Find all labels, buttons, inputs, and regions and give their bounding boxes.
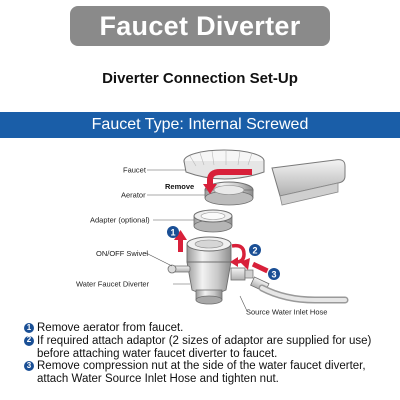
step-2: 2 If required attach adaptor (2 sizes of… [24,335,394,361]
step3-arrow [240,258,269,274]
marker-2: 2 [249,244,261,256]
marker-3: 3 [268,268,280,280]
step-text: Remove aerator from faucet. [37,322,184,334]
label-aerator: Aerator [121,191,146,200]
step-number: 1 [24,323,34,333]
step-number: 3 [24,361,34,372]
faucet-type-label: Faucet Type: Internal Screwed [91,116,309,133]
step-1: 1 Remove aerator from faucet. [24,322,394,335]
label-faucet: Faucet [123,166,147,175]
step-text: Remove compression nut at the side of th… [37,360,366,386]
step1-arrow [174,230,187,252]
step-number: 2 [24,335,34,346]
instruction-list: 1 Remove aerator from faucet. 2 If requi… [24,322,394,386]
step-3: 3 Remove compression nut at the side of … [24,360,394,386]
svg-text:2: 2 [252,245,257,255]
diverter-illustration [167,236,254,305]
leader-lines [145,169,248,312]
label-remove: Remove [165,182,194,191]
step-text: If required attach adaptor (2 sizes of a… [37,334,372,360]
label-diverter: Water Faucet Diverter [76,280,150,289]
marker-1: 1 [167,226,179,238]
title-banner: Faucet Diverter [70,6,330,46]
adapter-illustration [193,209,233,233]
hose-illustration [250,276,349,304]
faucet-type-band: Faucet Type: Internal Screwed [0,112,400,138]
label-hose: Source Water Inlet Hose [246,308,327,317]
aerator-illustration [204,181,254,206]
step2-arrow [230,243,246,267]
label-swivel: ON/OFF Swivel [96,249,148,258]
label-adapter: Adapter (optional) [90,216,150,225]
diverter-diagram: 1 2 3 Faucet Aerator Remove Adapter (opt… [76,149,349,317]
svg-text:1: 1 [170,227,175,237]
page-title: Faucet Diverter [99,10,301,41]
subtitle: Diverter Connection Set-Up [102,70,298,87]
remove-arrow [203,169,252,194]
svg-text:3: 3 [271,269,276,279]
